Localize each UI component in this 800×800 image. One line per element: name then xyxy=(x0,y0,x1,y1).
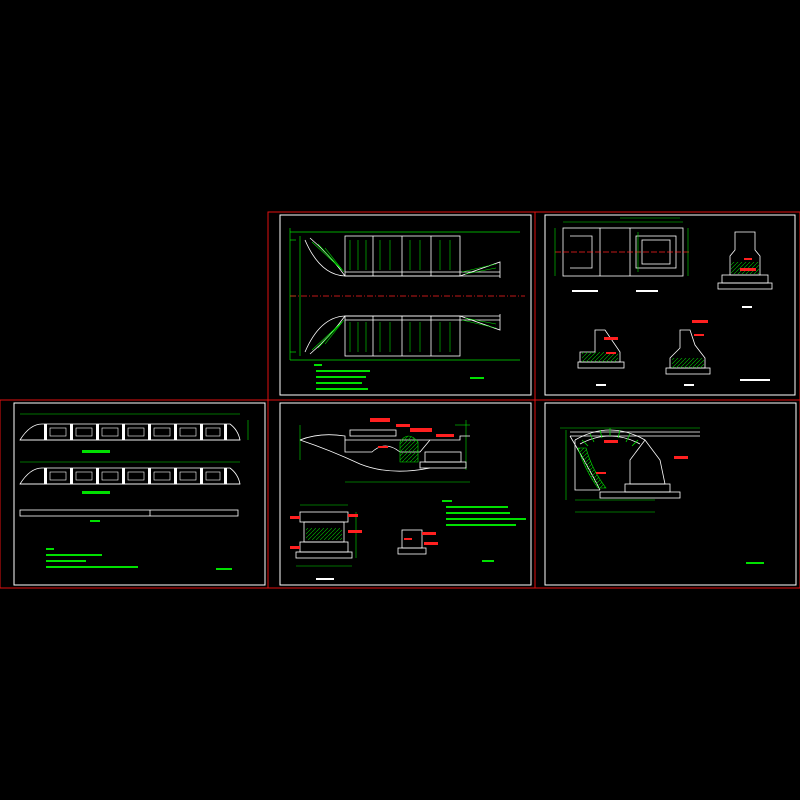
plan-notes xyxy=(314,364,484,390)
detail-abutment-callouts xyxy=(604,320,708,354)
sheet-frame-elevation-sections[interactable] xyxy=(279,402,532,586)
railing-lower-panels xyxy=(49,471,221,481)
railing-lower xyxy=(19,467,241,485)
railing-plan-strip xyxy=(19,509,239,517)
cross-section-dimensions xyxy=(296,504,357,567)
sheet-frame-plan[interactable] xyxy=(279,214,532,396)
cross-section-hatch xyxy=(306,528,342,540)
sheet-frame-arch-elevation[interactable] xyxy=(544,402,797,586)
layout-border-bottom xyxy=(0,399,800,589)
plan-dimensions xyxy=(289,228,520,361)
arch-elevation xyxy=(560,427,764,564)
arch-voussoirs xyxy=(581,428,639,447)
railing-upper-panels xyxy=(49,427,221,437)
plan-upper-hatch xyxy=(311,240,497,275)
plan-lower-roadway xyxy=(304,314,501,357)
detail-abutment-labels xyxy=(596,379,770,386)
railing-view-labels xyxy=(82,450,110,494)
arch-spandrel-hatch xyxy=(577,447,607,489)
detail-pier-section xyxy=(717,231,773,290)
detail-pier-label xyxy=(742,306,752,308)
arch-sheet-title xyxy=(746,562,764,564)
sheet-frame-railing[interactable] xyxy=(13,402,266,586)
detail-abutment-hatch-2 xyxy=(672,358,704,368)
plan-upper-roadway xyxy=(304,235,501,278)
plan-view xyxy=(289,228,525,390)
bridge-elevation xyxy=(299,418,526,562)
detail-views xyxy=(554,217,773,386)
elevation-dimensions xyxy=(299,420,470,483)
railing-lower-posts xyxy=(44,468,227,484)
plan-lower-hatch xyxy=(311,317,497,352)
elevation-arch-hatch xyxy=(399,435,419,463)
cross-section-callouts xyxy=(290,514,362,549)
arch-dimensions xyxy=(560,427,700,513)
elevation-callouts xyxy=(370,418,454,448)
railing-upper xyxy=(19,423,241,441)
cross-section-detail xyxy=(397,529,427,555)
sheet-frame-details[interactable] xyxy=(544,214,796,396)
railing-plan-label xyxy=(90,520,100,522)
detail-abutment-hatch-1 xyxy=(582,352,618,362)
railing-notes xyxy=(46,548,232,570)
elevation-notes xyxy=(442,500,526,562)
cross-section-label xyxy=(316,578,334,580)
railing-elevation xyxy=(19,413,249,570)
arch-structure xyxy=(569,429,700,499)
detail-view-labels xyxy=(572,290,658,292)
cross-sections xyxy=(290,504,438,580)
cross-section-detail-callouts xyxy=(404,532,438,545)
layout-borders xyxy=(0,211,800,589)
sheet-frames xyxy=(13,214,797,586)
railing-upper-posts xyxy=(44,424,227,440)
railing-dimensions xyxy=(20,413,249,463)
detail-dimensions xyxy=(554,217,689,276)
detail-pier-callouts xyxy=(740,258,756,271)
arch-callouts xyxy=(596,440,688,474)
